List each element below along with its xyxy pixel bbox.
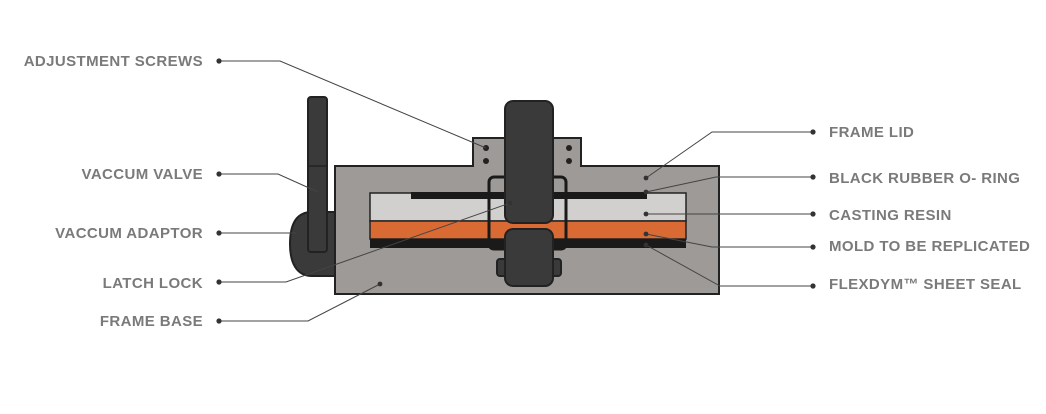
leader-dots <box>216 58 816 324</box>
leader-black-rubber-o-ring <box>645 176 813 193</box>
casting-frame-device <box>288 96 720 295</box>
label-frame-base: FRAME BASE <box>100 313 203 330</box>
leader-adjustment-screws <box>219 60 487 149</box>
label-frame-lid: FRAME LID <box>829 124 914 141</box>
label-vaccum-valve: VACCUM VALVE <box>82 166 203 183</box>
right-labels: FRAME LID BLACK RUBBER O- RING CASTING R… <box>829 124 1030 293</box>
leader-flexdym-sheet-seal <box>645 244 813 287</box>
leader-frame-lid <box>645 131 813 179</box>
left-labels: ADJUSTMENT SCREWS VACCUM VALVE VACCUM AD… <box>24 53 203 330</box>
leader-vaccum-valve <box>219 173 319 193</box>
label-vaccum-adaptor: VACCUM ADAPTOR <box>55 225 203 242</box>
leader-frame-base <box>219 283 381 322</box>
label-mold-to-be-replicated: MOLD TO BE REPLICATED <box>829 238 1030 255</box>
label-flexdym-sheet-seal: FLEXDYM™ SHEET SEAL <box>829 276 1022 293</box>
leader-lines <box>219 60 813 322</box>
leader-latch-lock <box>219 202 511 283</box>
vaccum-valve-part <box>307 96 328 253</box>
adjustment-screw-upper <box>504 100 554 224</box>
leader-mold <box>645 233 813 248</box>
label-latch-lock: LATCH LOCK <box>103 275 203 292</box>
label-adjustment-screws: ADJUSTMENT SCREWS <box>24 53 203 70</box>
label-casting-resin: CASTING RESIN <box>829 207 952 224</box>
adjustment-screw-lower <box>504 228 554 287</box>
label-black-rubber-o-ring: BLACK RUBBER O- RING <box>829 170 1020 187</box>
